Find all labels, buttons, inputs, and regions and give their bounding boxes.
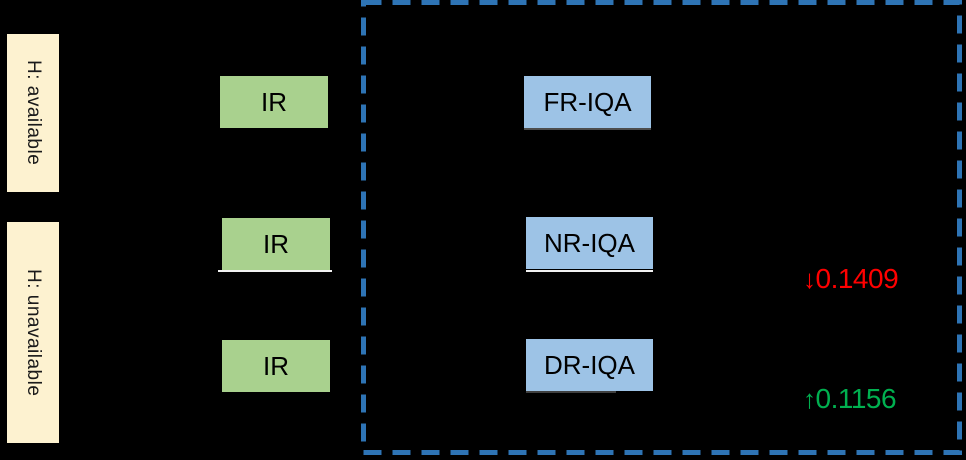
side-label-h-available: H: available	[7, 34, 59, 192]
box-edge-highlight	[218, 270, 332, 272]
box-edge-highlight	[524, 128, 651, 130]
metric-increase: ↑0.1156	[803, 383, 897, 415]
box-edge-highlight	[526, 391, 616, 393]
dr-iqa-box: DR-IQA	[526, 339, 653, 391]
fr-iqa-box: FR-IQA	[524, 76, 651, 128]
metric-decrease-value: 0.1409	[815, 263, 899, 294]
side-label-h-unavailable: H: unavailable	[7, 222, 59, 443]
ir-box-row3: IR	[222, 340, 330, 392]
nr-iqa-box: NR-IQA	[526, 217, 653, 269]
up-arrow-icon: ↑	[803, 384, 816, 414]
metric-decrease: ↓0.1409	[803, 263, 899, 295]
ir-box-row1: IR	[220, 76, 328, 128]
ir-box-row2: IR	[222, 218, 330, 270]
down-arrow-icon: ↓	[803, 264, 816, 294]
metric-increase-value: 0.1156	[815, 383, 897, 414]
box-edge-highlight	[526, 270, 653, 272]
